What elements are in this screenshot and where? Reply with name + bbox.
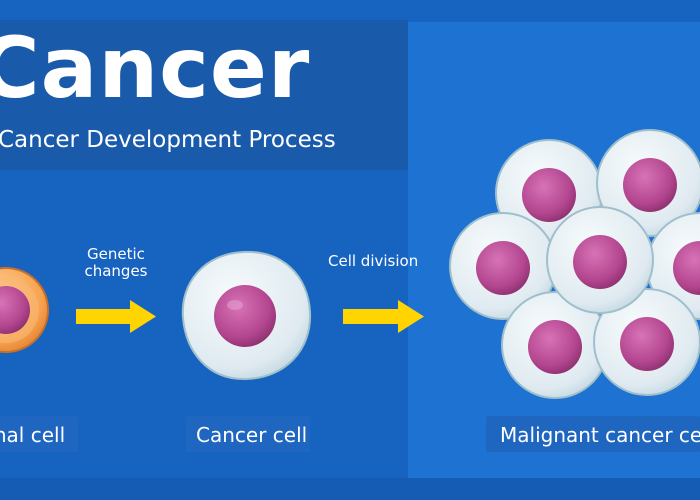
- caption-box-cancer: [186, 416, 310, 452]
- normal-cell: [0, 267, 49, 353]
- arrow-label-genetic-changes: Genetic changes: [76, 246, 156, 280]
- caption-normal-cell: Normal cell: [0, 423, 66, 447]
- caption-cancer-cell: Cancer cell: [196, 423, 308, 447]
- malignant-cell: [596, 129, 700, 237]
- page-subtitle: Cancer Development Process: [0, 127, 336, 153]
- caption-malignant-cells: Malignant cancer cells: [500, 423, 700, 447]
- title-panel: [0, 20, 408, 170]
- cancer-cell: [181, 250, 312, 381]
- arrow-cell-division: [343, 300, 424, 333]
- page-title: Cancer: [0, 19, 311, 117]
- arrow-label-line2: changes: [84, 262, 148, 280]
- arrow-label-cell-division: Cell division: [328, 252, 419, 270]
- arrow-genetic-changes: [76, 300, 156, 333]
- caption-box-malignant: [486, 416, 700, 452]
- malignant-cell: [546, 206, 654, 314]
- cancer-cell-nucleus: [214, 285, 276, 347]
- arrow-label-line1: Genetic: [87, 245, 145, 263]
- background-bottom-band: [0, 478, 700, 500]
- caption-box-normal: [0, 416, 78, 452]
- malignant-cell-cluster: [449, 129, 700, 399]
- normal-cell-nucleus: [0, 286, 30, 334]
- malignant-cell: [593, 288, 700, 396]
- malignant-cell: [449, 212, 557, 320]
